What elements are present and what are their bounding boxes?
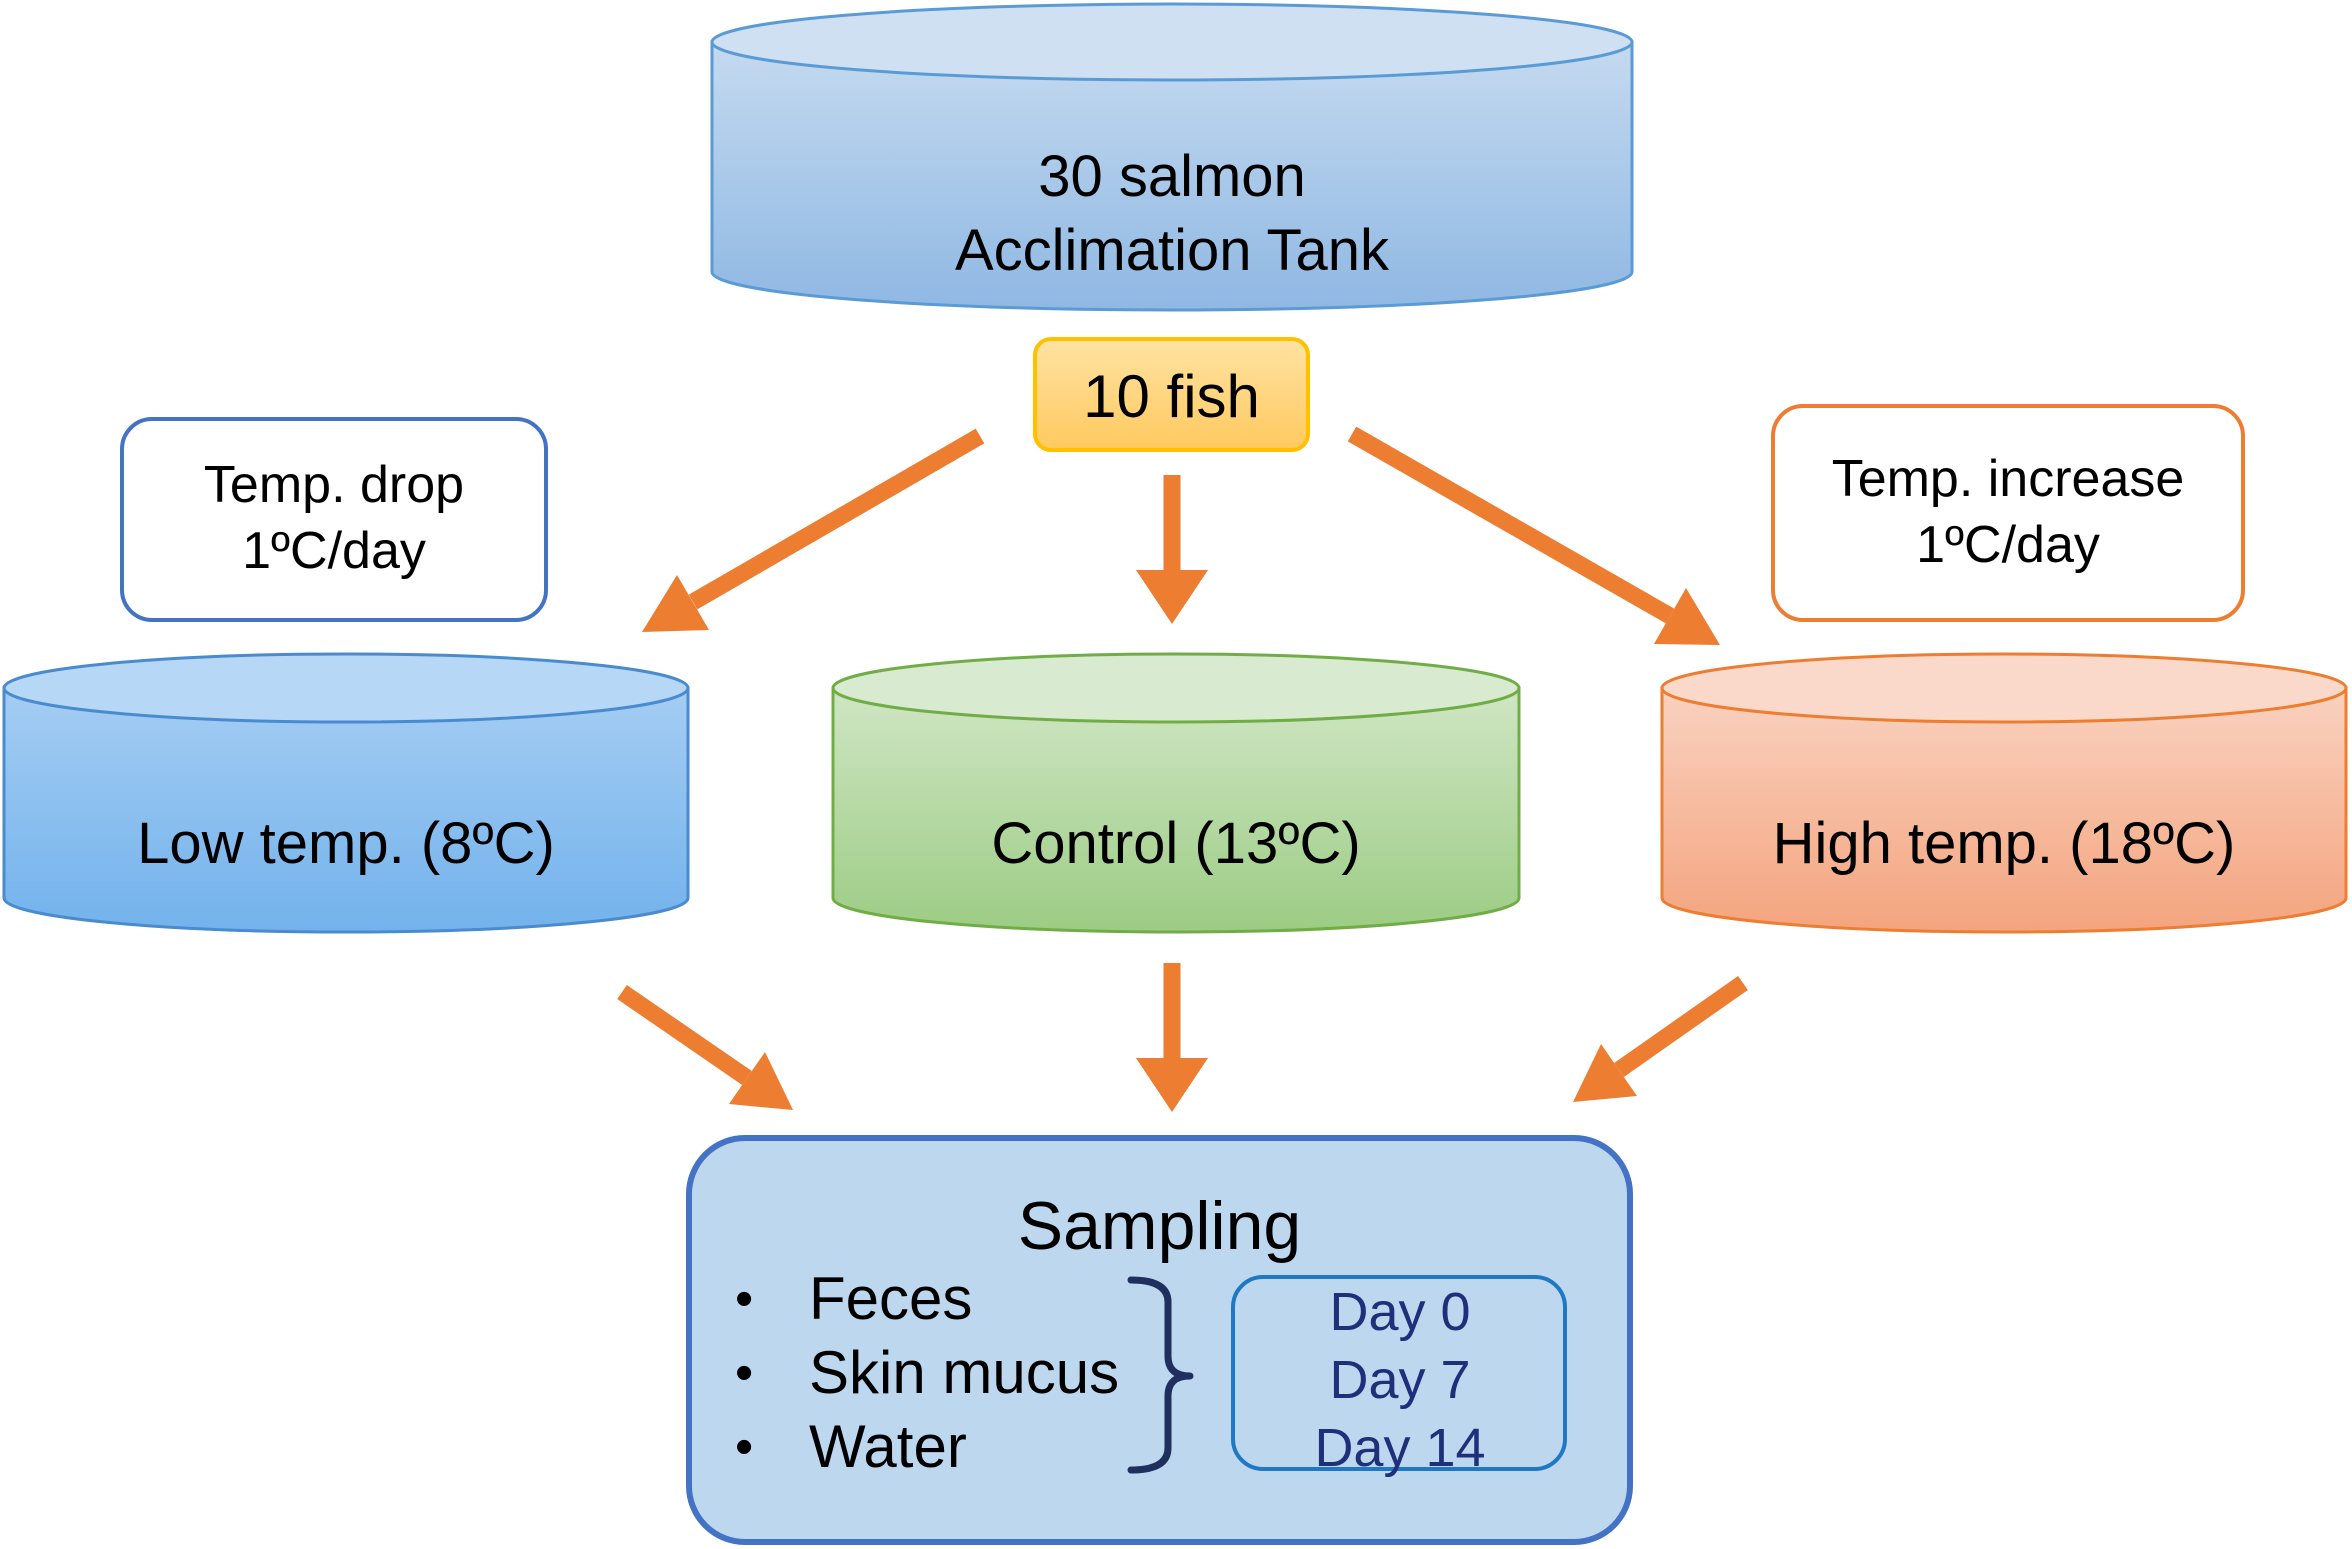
day-item-14: Day 14	[1314, 1418, 1486, 1478]
low-temp-tank-cylinder	[2, 652, 690, 934]
low-temp-tank-label: Low temp. (8ºC)	[137, 811, 555, 876]
temp-drop-note: Temp. drop 1ºC/day	[122, 452, 546, 584]
sample-item-skin-mucus: Skin mucus	[735, 1336, 1119, 1410]
day-item-7: Day 7	[1329, 1350, 1471, 1410]
sampling-title: Sampling	[1017, 1188, 1302, 1264]
temp-increase-line2: 1ºC/day	[1916, 516, 2100, 574]
control-tank-label: Control (13ºC)	[991, 811, 1361, 876]
temp-drop-line2: 1ºC/day	[242, 522, 426, 580]
sampling-days: Day 0 Day 7 Day 14	[1232, 1278, 1568, 1482]
day-item-0: Day 0	[1329, 1282, 1471, 1342]
control-tank-cylinder	[831, 652, 1521, 934]
temp-drop-note-box	[120, 417, 548, 622]
arrow-fish-to-low-tank	[642, 428, 985, 632]
arrow-high-tank-to-sampling	[1573, 976, 1748, 1102]
fish-count-box	[1033, 337, 1310, 452]
arrow-low-tank-to-sampling	[617, 984, 793, 1110]
temp-increase-note: Temp. increase 1ºC/day	[1773, 446, 2243, 578]
curly-brace	[1127, 1276, 1194, 1474]
arrow-fish-to-high-tank	[1347, 426, 1720, 645]
high-temp-tank-label: High temp. (18ºC)	[1772, 811, 2236, 876]
arrow-control-tank-to-sampling	[1136, 963, 1208, 1112]
arrow-fish-to-control-tank	[1136, 475, 1208, 624]
sample-item-water: Water	[735, 1410, 1119, 1484]
sample-item-feces: Feces	[735, 1262, 1119, 1336]
acclimation-tank-line1: 30 salmon	[1038, 144, 1306, 209]
high-temp-tank-cylinder	[1660, 652, 2348, 934]
acclimation-tank-line2: Acclimation Tank	[954, 218, 1390, 283]
fish-count-label: 10 fish	[1083, 363, 1260, 430]
days-box	[1231, 1275, 1567, 1471]
acclimation-tank-label: 30 salmon Acclimation Tank	[712, 140, 1632, 288]
temp-increase-line1: Temp. increase	[1831, 450, 2185, 508]
temp-increase-note-box	[1771, 404, 2245, 622]
temp-drop-line1: Temp. drop	[203, 456, 465, 514]
acclimation-tank-cylinder	[710, 2, 1634, 312]
sample-list: Feces Skin mucus Water	[735, 1262, 1119, 1484]
